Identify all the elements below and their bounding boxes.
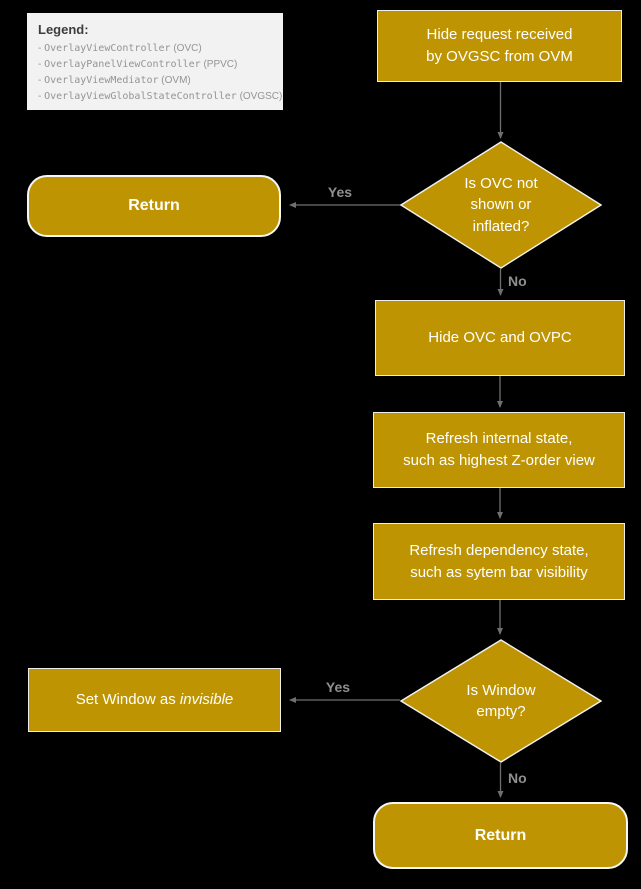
legend-class-name: OverlayViewGlobalStateController: [44, 91, 237, 102]
legend-item-ppvc: - OverlayPanelViewController (PPVC): [38, 57, 273, 73]
legend-class-name: OverlayPanelViewController: [44, 59, 201, 70]
legend-item-ovc: - OverlayViewController (OVC): [38, 41, 273, 57]
diamond-shape: [400, 639, 602, 763]
node-text: Refresh dependency state, such as sytem …: [409, 541, 589, 581]
legend-abbr: (PPVC): [203, 59, 238, 70]
node-return-top: Return: [27, 175, 281, 237]
edge-label-yes-top: Yes: [327, 184, 353, 200]
node-text: Return: [128, 197, 180, 215]
node-start-hide-request: Hide request received by OVGSC from OVM: [377, 10, 622, 82]
legend-abbr: (OVGSC): [239, 91, 283, 102]
node-text-prefix: Set Window as: [75, 691, 180, 709]
node-refresh-internal-state: Refresh internal state, such as highest …: [373, 412, 625, 488]
node-decision-ovc-not-shown: Is OVC not shown or inflated?: [400, 141, 602, 269]
node-text: Set Window as invisible: [76, 689, 234, 711]
legend-class-name: OverlayViewMediator: [44, 75, 159, 86]
edge-label-yes-bottom: Yes: [325, 679, 351, 695]
legend-bullet: -: [38, 91, 42, 102]
legend-bullet: -: [38, 43, 42, 54]
legend-abbr: (OVM): [161, 75, 191, 86]
legend-bullet: -: [38, 75, 42, 86]
node-text: Return: [474, 826, 527, 844]
node-hide-ovc-ovpc: Hide OVC and OVPC: [375, 300, 625, 376]
node-text: Refresh internal state, such as highest …: [403, 430, 595, 469]
node-text: Hide request received by OVGSC from OVM: [426, 26, 573, 65]
edge-label-no-top: No: [508, 273, 527, 289]
node-text: Is Window empty?: [466, 681, 536, 720]
node-text: Hide OVC and OVPC: [428, 329, 572, 347]
legend-panel: Legend: - OverlayViewController (OVC) - …: [27, 13, 283, 110]
node-text: Is OVC not shown or inflated?: [464, 175, 538, 235]
legend-item-ovm: - OverlayViewMediator (OVM): [38, 73, 273, 89]
node-text-emphasis: invisible: [179, 691, 234, 709]
edge-label-no-bottom: No: [508, 770, 527, 786]
node-set-window-invisible: Set Window as invisible: [28, 668, 281, 732]
node-return-bottom: Return: [373, 802, 628, 869]
legend-item-ovgsc: - OverlayViewGlobalStateController (OVGS…: [38, 89, 282, 105]
node-decision-window-empty: Is Window empty?: [400, 639, 602, 763]
legend-abbr: (OVC): [173, 43, 202, 54]
node-refresh-dependency-state: Refresh dependency state, such as sytem …: [373, 523, 625, 600]
legend-title: Legend:: [38, 22, 89, 37]
legend-class-name: OverlayViewController: [44, 43, 171, 54]
legend-bullet: -: [38, 59, 42, 70]
diamond-shape: [400, 141, 602, 269]
